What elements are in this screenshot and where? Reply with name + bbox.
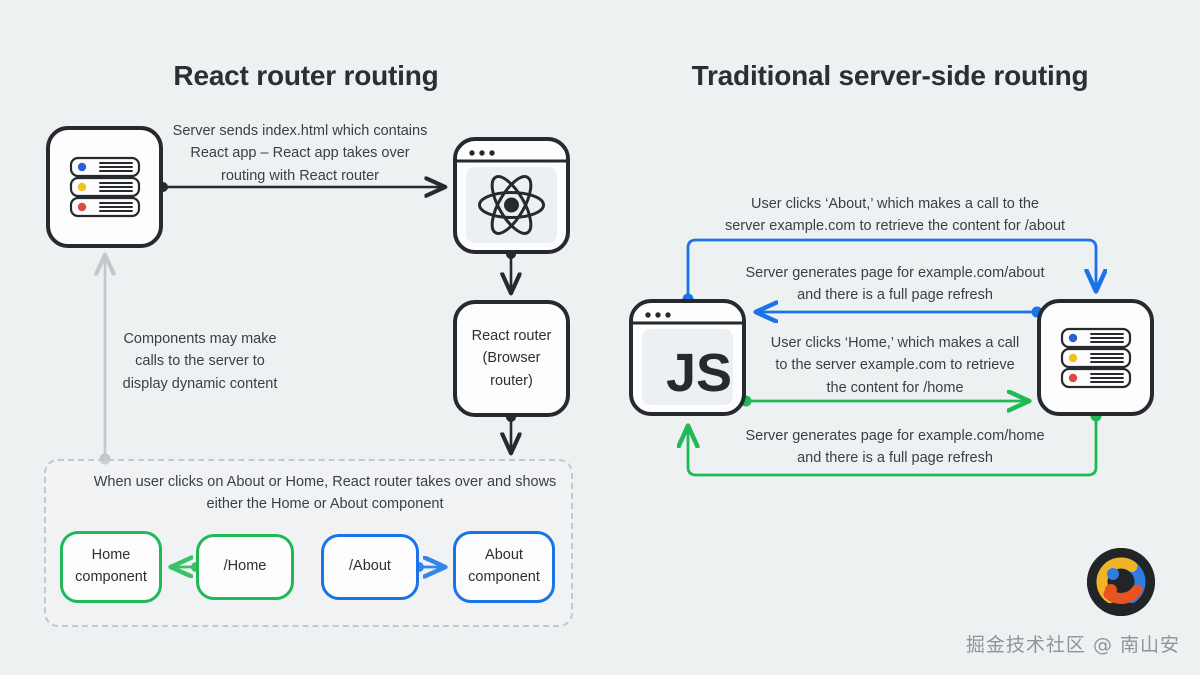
note-user-clicks-about: User clicks ‘About,’ which makes a call …: [724, 196, 1066, 235]
note-router-takes-over: When user clicks on About or Home, React…: [93, 474, 557, 513]
note-server-generates-home: Server generates page for example.com/ho…: [745, 428, 1045, 467]
edge-server-to-js-about: [757, 307, 1043, 318]
note-user-clicks-home: User clicks ‘Home,’ which makes a call t…: [770, 335, 1020, 396]
node-js-browser-window[interactable]: JS: [629, 299, 746, 416]
box-home-route[interactable]: /Home: [196, 534, 294, 600]
box-about-route[interactable]: /About: [321, 534, 419, 600]
box-about-component[interactable]: About component: [453, 531, 555, 603]
edge-router-to-components: [506, 412, 516, 452]
note-server-sends-index: Server sends index.html which contains R…: [172, 123, 428, 184]
js-label: JS: [666, 343, 732, 403]
box-home-component[interactable]: Home component: [60, 531, 162, 603]
page-title-right: Traditional server-side routing: [691, 60, 1089, 91]
node-react-router[interactable]: React router (Browser router): [453, 300, 570, 417]
page-title-left: React router routing: [173, 60, 439, 91]
server-icon: [1060, 327, 1131, 388]
node-server-right[interactable]: [1037, 299, 1154, 416]
js-browser-icon: JS: [633, 307, 742, 405]
note-components-may-make-calls: Components may make calls to the server …: [122, 331, 278, 392]
server-icon: [69, 156, 140, 218]
juejin-logo-icon: [1087, 548, 1155, 616]
node-react-browser-window[interactable]: [453, 137, 570, 254]
node-server-left[interactable]: [46, 126, 163, 248]
note-server-generates-about: Server generates page for example.com/ab…: [745, 265, 1045, 304]
watermark-text: 掘金技术社区 @ 南山安: [965, 634, 1180, 656]
react-atom-icon: [457, 145, 566, 243]
edge-react-to-router: [506, 249, 516, 292]
